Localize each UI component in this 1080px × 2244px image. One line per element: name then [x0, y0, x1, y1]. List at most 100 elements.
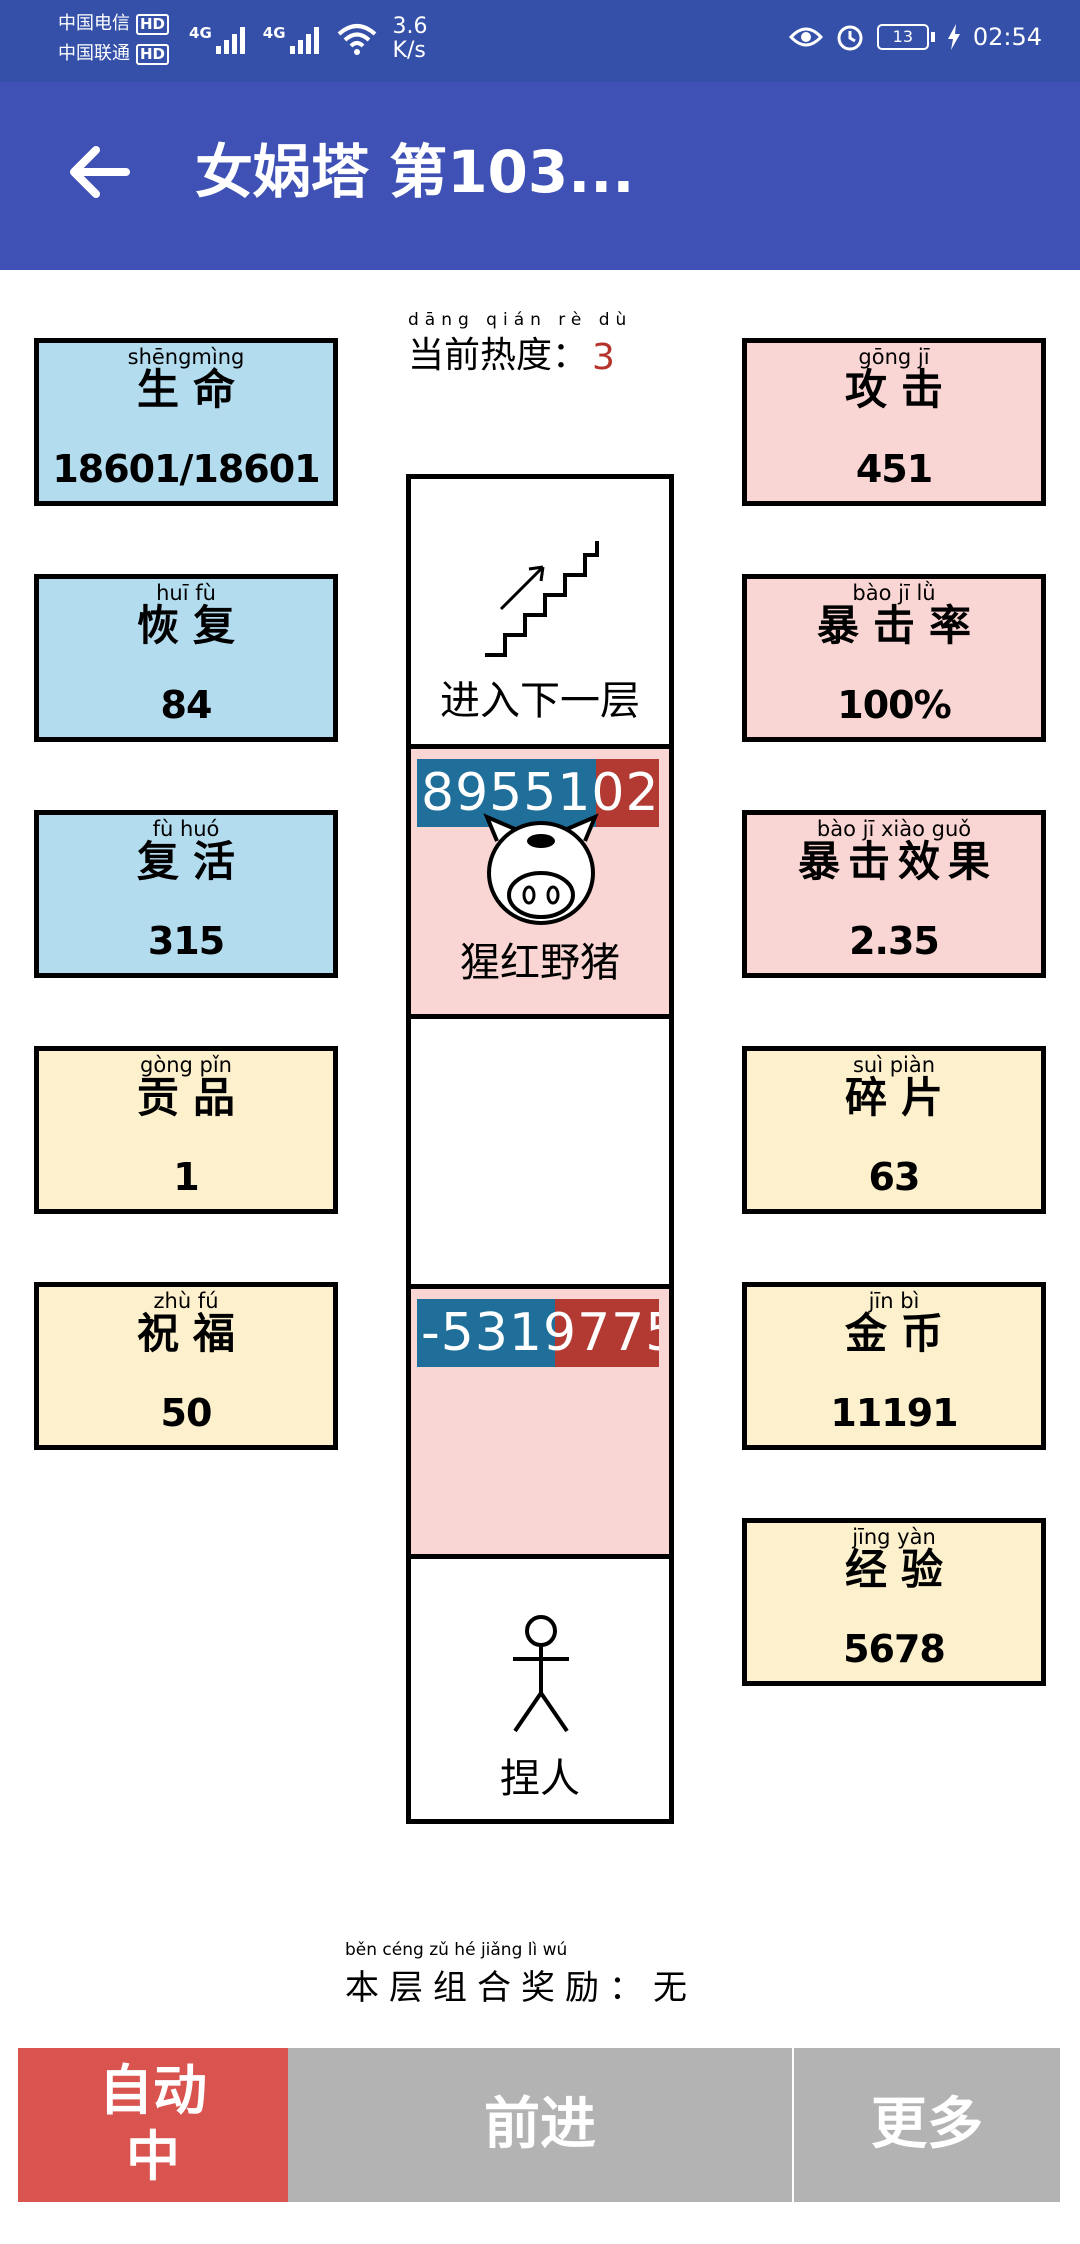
heat-label: 当前热度：: [408, 335, 589, 376]
heat-pinyin: dāng qián rè dù: [408, 310, 633, 330]
stat-attack[interactable]: gōng jī 攻击 451: [742, 338, 1046, 506]
stat-value: 1: [173, 1155, 199, 1199]
stat-experience[interactable]: jīng yàn 经验 5678: [742, 1518, 1046, 1686]
tower-cell-player[interactable]: 捏人: [411, 1559, 669, 1829]
signal-1: 4G: [189, 24, 263, 54]
stat-value: 315: [147, 919, 225, 963]
auto-button[interactable]: 自动 中: [18, 2048, 288, 2202]
signal-2: 4G: [263, 24, 337, 54]
stat-label: 经验: [844, 1545, 957, 1594]
battery-icon: 13: [876, 24, 935, 50]
boar-icon: [483, 813, 599, 925]
app-bar: 女娲塔 第103...: [0, 82, 1080, 270]
stat-crit-effect[interactable]: bào jī xiào guǒ 暴击效果 2.35: [742, 810, 1046, 978]
reward-pinyin: běn céng zǔ hé jiǎng lì wú: [345, 1940, 568, 1960]
stat-value: 63: [868, 1155, 921, 1199]
stick-figure-icon: [513, 1615, 569, 1733]
enemy-hp-value: 89551026: [421, 763, 659, 823]
player-label: 捏人: [500, 1756, 580, 1802]
damage-fill: [417, 1299, 555, 1367]
stat-pinyin: zhù fú: [153, 1289, 219, 1313]
enemy-hp-fill: [417, 759, 597, 827]
stat-value: 18601/18601: [52, 447, 320, 491]
carrier-2-name: 中国联通: [58, 43, 130, 64]
damage-remaining: [554, 1299, 659, 1367]
tower-column: 进入下一层 89551026 猩红野猪 -5319775: [406, 474, 674, 1824]
stat-pinyin: jīn bì: [868, 1289, 920, 1313]
damage-value: -5319775: [421, 1303, 659, 1363]
page-title: 女娲塔 第103...: [195, 138, 635, 206]
tower-cell-enemy[interactable]: 89551026 猩红野猪: [411, 749, 669, 1019]
stat-recovery[interactable]: huī fù 恢复 84: [34, 574, 338, 742]
stat-label: 复活: [136, 837, 249, 886]
auto-button-line2: 中: [126, 2125, 180, 2188]
enemy-name: 猩红野猪: [460, 940, 620, 986]
stat-label: 攻击: [844, 365, 957, 414]
stat-revive[interactable]: fù huó 复活 315: [34, 810, 338, 978]
status-right: 13 02:54: [788, 22, 1042, 52]
stat-value: 84: [160, 683, 213, 727]
more-button[interactable]: 更多: [794, 2048, 1060, 2202]
heat-indicator: dāng qián rè dù 当前热度： 3: [408, 310, 678, 378]
stat-label: 金币: [844, 1309, 957, 1358]
stat-label: 贡品: [136, 1073, 249, 1122]
reward-text: 本层组合奖励：无: [345, 1968, 697, 2008]
stat-tribute[interactable]: gòng pǐn 贡品 1: [34, 1046, 338, 1214]
carrier-1-name: 中国电信: [58, 13, 130, 34]
eye-icon: [788, 27, 823, 47]
stat-blessing[interactable]: zhù fú 祝福 50: [34, 1282, 338, 1450]
stat-fragments[interactable]: suì piàn 碎片 63: [742, 1046, 1046, 1214]
hd-badge-2: HD: [136, 43, 170, 65]
stairs-label: 进入下一层: [440, 678, 640, 724]
clock: 02:54: [972, 23, 1042, 51]
stairs-icon: [485, 541, 599, 657]
stat-label: 恢复: [136, 601, 249, 650]
stat-value: 2.35: [849, 919, 940, 963]
network-type-1: 4G: [189, 24, 212, 42]
signal-bars-1-icon: [215, 24, 245, 54]
stat-value: 11191: [830, 1391, 958, 1435]
network-speed: 3.6 K/s: [393, 15, 428, 63]
tower-cell-damage[interactable]: -5319775: [411, 1289, 669, 1559]
hd-badge-1: HD: [136, 13, 170, 35]
stat-pinyin: bào jī xiào guǒ: [816, 817, 972, 841]
speed-value: 3.6: [392, 14, 428, 39]
charging-icon: [947, 24, 960, 50]
stat-pinyin: suì piàn: [852, 1053, 936, 1077]
back-arrow-icon[interactable]: [66, 142, 136, 202]
signal-bars-2-icon: [289, 24, 319, 54]
tower-cell-stairs[interactable]: 进入下一层: [411, 479, 669, 749]
enemy-hp-remaining: [596, 759, 659, 827]
damage-bar: -5319775: [417, 1299, 659, 1367]
stat-pinyin: huī fù: [156, 581, 216, 605]
stat-label: 碎片: [844, 1073, 957, 1122]
stat-label: 暴击效果: [797, 837, 998, 886]
heat-value: 3: [592, 337, 615, 378]
stat-value: 50: [160, 1391, 213, 1435]
carrier-info: 中国电信 HD 中国联通 HD: [58, 10, 170, 68]
enemy-hp-bar: 89551026: [417, 759, 659, 827]
speed-unit: K/s: [392, 38, 426, 63]
stat-pinyin: jīng yàn: [852, 1525, 936, 1549]
stat-label: 生命: [136, 365, 249, 414]
stat-value: 5678: [843, 1627, 946, 1671]
status-left: 中国电信 HD 中国联通 HD 4G 4G 3: [58, 10, 428, 68]
stat-crit-rate[interactable]: bào jī lǜ 暴击率 100%: [742, 574, 1046, 742]
forward-button[interactable]: 前进: [288, 2048, 792, 2202]
stat-pinyin: shēngmìng: [127, 345, 245, 369]
stat-pinyin: gōng jī: [858, 345, 930, 369]
stat-value: 100%: [837, 683, 951, 727]
status-bar: 中国电信 HD 中国联通 HD 4G 4G 3: [0, 0, 1080, 82]
stat-gold[interactable]: jīn bì 金币 11191: [742, 1282, 1046, 1450]
stat-pinyin: gòng pǐn: [140, 1053, 232, 1077]
tower-cell-empty[interactable]: [411, 1019, 669, 1289]
stat-label: 祝福: [136, 1309, 249, 1358]
network-type-2: 4G: [262, 24, 286, 42]
stat-hp[interactable]: shēngmìng 生命 18601/18601: [34, 338, 338, 506]
auto-button-line1: 自动: [99, 2059, 207, 2122]
alarm-icon: [837, 25, 863, 51]
battery-level: 13: [876, 24, 929, 50]
stat-value: 451: [855, 447, 933, 491]
stat-pinyin: bào jī lǜ: [852, 581, 936, 605]
wifi-icon: [337, 24, 376, 55]
